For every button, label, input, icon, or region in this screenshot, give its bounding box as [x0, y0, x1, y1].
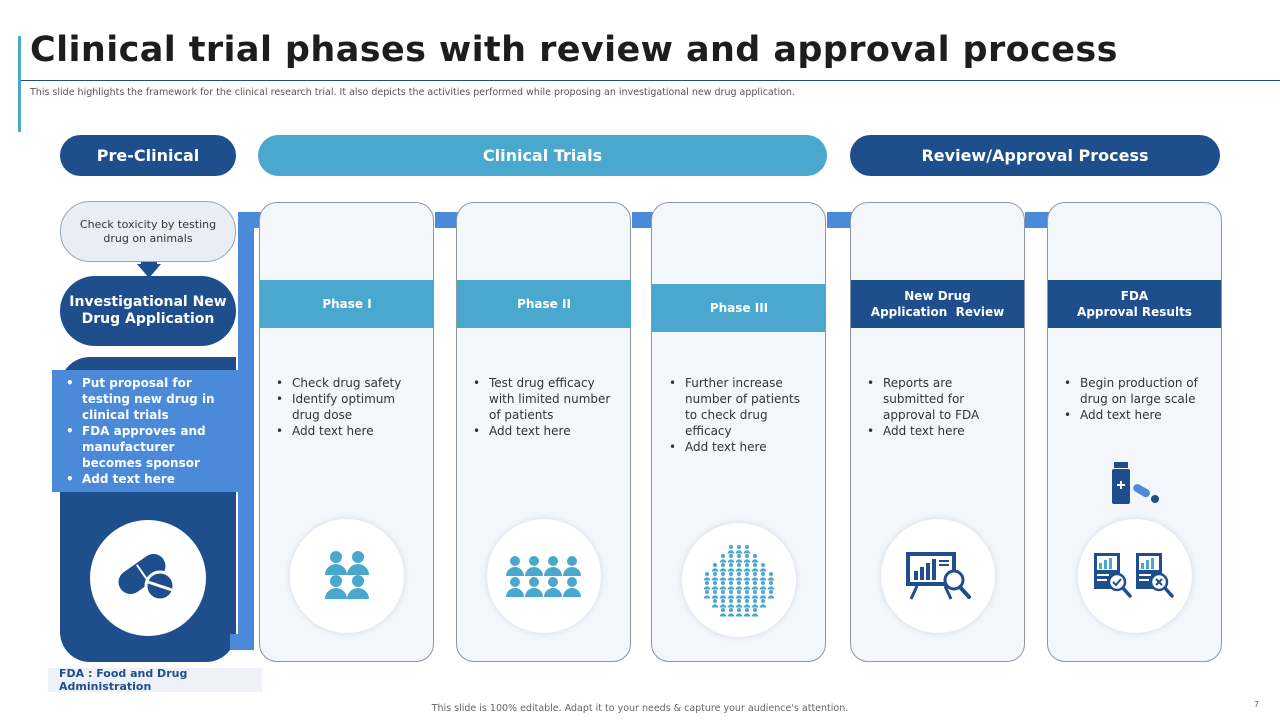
nda-review-title: New Drug Application Review — [851, 280, 1024, 328]
pre-clinical-bullet: FDA approves and manufacturer becomes sp… — [60, 423, 232, 471]
pre-clinical-bullet: Put proposal for testing new drug in cli… — [60, 375, 232, 423]
fda-approval-title-line1: FDA — [1120, 289, 1149, 303]
phase-3-icon-circle — [682, 523, 796, 637]
slide-title: Clinical trial phases with review and ap… — [30, 30, 1118, 70]
pre-clinical-bullets: Put proposal for testing new drug in cli… — [60, 375, 232, 487]
pills-icon-circle — [90, 520, 206, 636]
medicine-bottle-icon — [1112, 462, 1159, 504]
connector-vertical — [238, 226, 254, 650]
small-group-icon — [325, 551, 369, 599]
title-divider — [21, 80, 1280, 81]
title-accent-bar — [18, 36, 21, 132]
medium-group-icon — [506, 556, 581, 597]
phase-1-bullets: Check drug safety Identify optimum drug … — [270, 375, 420, 439]
fda-approval-bullet: Add text here — [1058, 407, 1208, 423]
nda-review-title-line1: New Drug — [904, 289, 971, 303]
fda-approval-title: FDA Approval Results — [1048, 280, 1221, 328]
nda-review-bullet: Reports are submitted for approval to FD… — [861, 375, 1011, 423]
pre-clinical-bullet: Add text here — [60, 471, 232, 487]
slide-subtitle: This slide highlights the framework for … — [30, 87, 795, 98]
pre-clinical-header: Pre-Clinical — [60, 135, 236, 176]
phase-1-icon-circle — [290, 519, 404, 633]
page-number: 7 — [1254, 700, 1260, 709]
phase-1-bullet: Add text here — [270, 423, 420, 439]
phase-3-bullets: Further increase number of patients to c… — [663, 375, 813, 455]
phase-2-icon-circle — [487, 519, 601, 633]
fda-approval-icon-circle — [1078, 519, 1192, 633]
phase-2-title: Phase II — [457, 280, 631, 328]
fda-abbreviation-note: FDA : Food and Drug Administration — [48, 667, 262, 693]
nda-review-icon-circle — [881, 519, 995, 633]
phase-1-title: Phase I — [260, 280, 434, 328]
review-approval-header: Review/Approval Process — [850, 135, 1220, 176]
presentation-analysis-icon — [906, 552, 971, 600]
pills-icon — [118, 553, 176, 602]
phase-3-title: Phase III — [652, 284, 826, 332]
nda-review-title-line2: Application Review — [870, 305, 1005, 319]
phase-2-bullet: Test drug efficacy with limited number o… — [467, 375, 617, 423]
fda-approval-bullet: Begin production of drug on large scale — [1058, 375, 1208, 407]
phase-1-bullet: Identify optimum drug dose — [270, 391, 420, 423]
approval-reports-icon — [1094, 553, 1174, 598]
fda-approval-bullets: Begin production of drug on large scale … — [1058, 375, 1208, 423]
toxicity-test-box: Check toxicity by testing drug on animal… — [60, 201, 236, 262]
phase-1-bullet: Check drug safety — [270, 375, 420, 391]
nda-review-bullets: Reports are submitted for approval to FD… — [861, 375, 1011, 439]
phase-3-bullet: Add text here — [663, 439, 813, 455]
down-arrow-icon — [137, 264, 161, 278]
fda-approval-title-line2: Approval Results — [1077, 305, 1192, 319]
nda-review-bullet: Add text here — [861, 423, 1011, 439]
phase-2-bullets: Test drug efficacy with limited number o… — [467, 375, 617, 439]
editable-footer-note: This slide is 100% editable. Adapt it to… — [431, 703, 849, 714]
clinical-trials-header: Clinical Trials — [258, 135, 827, 176]
large-crowd-icon — [703, 545, 775, 617]
phase-2-bullet: Add text here — [467, 423, 617, 439]
phase-3-bullet: Further increase number of patients to c… — [663, 375, 813, 439]
ind-application-pill: Investigational New Drug Application — [60, 276, 236, 346]
